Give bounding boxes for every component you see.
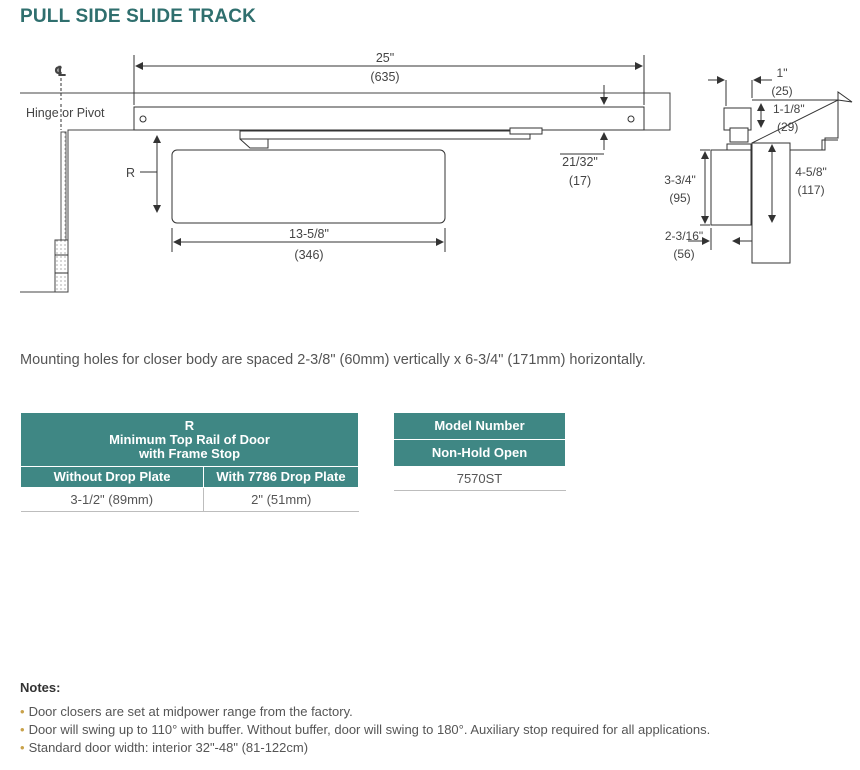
depth-mm: (56) [673, 247, 694, 261]
r-col-with-drop-plate: With 7786 Drop Plate [203, 466, 359, 488]
note-text: Door closers are set at midpower range f… [28, 704, 353, 719]
notes-list: •Door closers are set at midpower range … [20, 704, 710, 755]
r-table-header: R Minimum Top Rail of Door with Frame St… [20, 412, 359, 467]
note-text: Standard door width: interior 32"-48" (8… [28, 740, 309, 755]
closer-height-mm: (95) [669, 191, 690, 205]
side-view [688, 76, 853, 264]
side-width-mm: (25) [771, 84, 792, 98]
r-header-line2: with Frame Stop [138, 446, 241, 461]
hinge-label: Hinge or Pivot [26, 106, 105, 120]
track-length: 25" [376, 51, 394, 65]
model-value: 7570ST [393, 466, 566, 491]
bullet-icon: • [20, 740, 25, 755]
track-offset: 21/32" [562, 155, 598, 169]
centerline-symbol: ℄ [54, 63, 67, 79]
model-table: Model Number Non-Hold Open 7570ST [393, 412, 566, 491]
note-text: Door will swing up to 110° with buffer. … [28, 722, 711, 737]
r-col-without-drop-plate: Without Drop Plate [20, 466, 204, 488]
closer-body [171, 149, 446, 224]
r-header-r: R [184, 418, 195, 433]
slide-track [133, 106, 645, 131]
model-header: Model Number [393, 412, 566, 440]
r-label: R [126, 166, 135, 180]
front-view [20, 55, 671, 293]
technical-drawing: ℄ Hinge or Pivot R 25" (635) 13-5/8" (34… [20, 51, 853, 293]
model-subheader: Non-Hold Open [393, 439, 566, 467]
closer-height: 3-3/4" [664, 173, 696, 187]
table-row: 7570ST [393, 466, 566, 491]
notes-title: Notes: [20, 680, 61, 695]
side-track-height: 1-1/8" [773, 102, 805, 116]
hinge-icon [54, 239, 69, 293]
bullet-icon: • [20, 704, 25, 719]
depth: 2-3/16" [665, 229, 703, 243]
projection-mm: (117) [797, 183, 824, 197]
r-spec-table: R Minimum Top Rail of Door with Frame St… [20, 412, 359, 512]
r-value-with: 2" (51mm) [203, 487, 359, 512]
door-section [751, 142, 791, 264]
r-header-line1: Minimum Top Rail of Door [109, 432, 270, 447]
list-item: •Door will swing up to 110° with buffer.… [20, 722, 710, 737]
closer-length-mm: (346) [294, 248, 323, 262]
track-offset-mm: (17) [569, 174, 591, 188]
notes-section: Notes: •Door closers are set at midpower… [20, 680, 710, 758]
list-item: •Door closers are set at midpower range … [20, 704, 710, 719]
side-width: 1" [777, 66, 788, 80]
bullet-icon: • [20, 722, 25, 737]
track-length-mm: (635) [370, 70, 399, 84]
mounting-note: Mounting holes for closer body are space… [20, 352, 646, 368]
projection: 4-5/8" [795, 165, 827, 179]
page-title: PULL SIDE SLIDE TRACK [20, 6, 257, 27]
slide-arm [239, 130, 531, 140]
r-value-without: 3-1/2" (89mm) [20, 487, 204, 512]
side-track-height-mm: (29) [777, 120, 798, 134]
table-row: 3-1/2" (89mm) 2" (51mm) [20, 487, 359, 512]
closer-length: 13-5/8" [289, 227, 329, 241]
list-item: •Standard door width: interior 32"-48" (… [20, 740, 710, 755]
